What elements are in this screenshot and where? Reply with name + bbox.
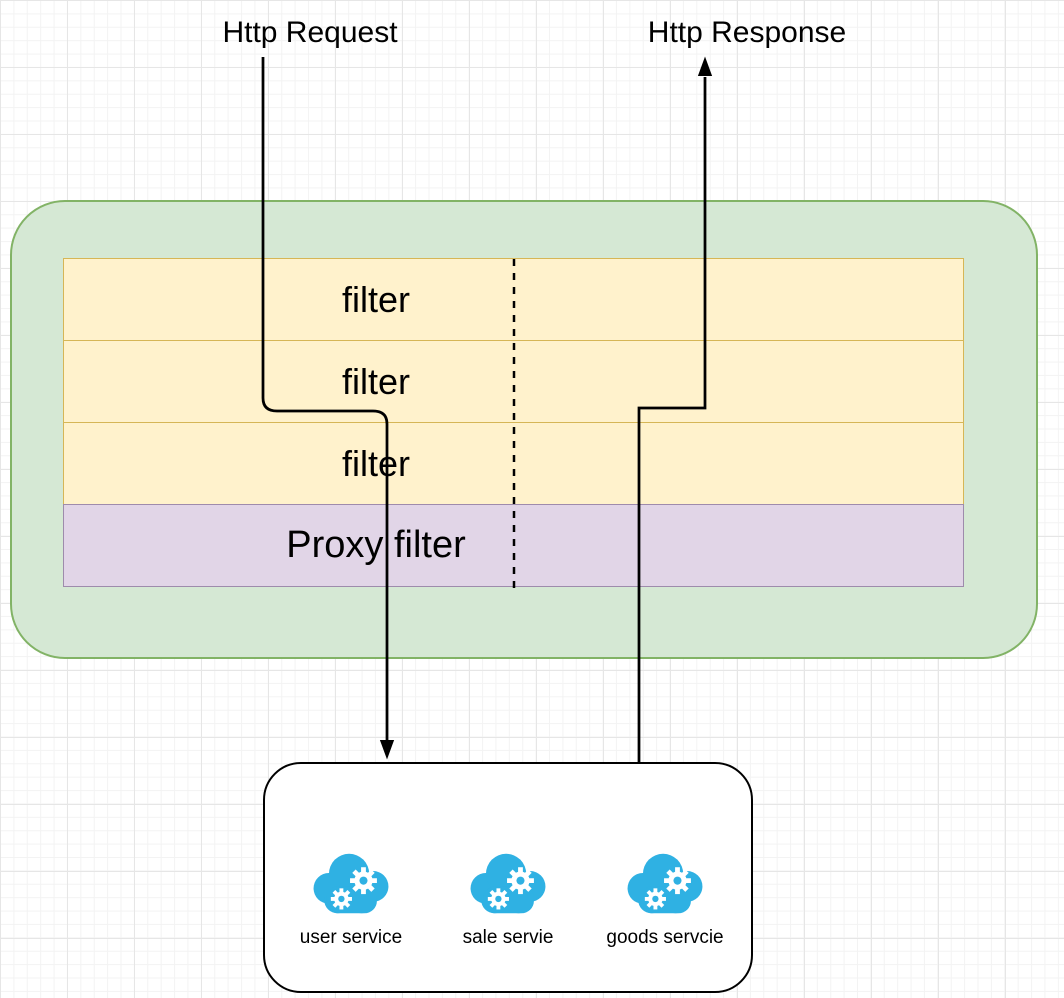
cloud-gears-icon	[303, 846, 399, 923]
services-box: user service sale servie goods servcie	[263, 762, 753, 993]
proxy-filter-row-label: Proxy filter	[286, 524, 466, 566]
http-request-label: Http Request	[222, 16, 398, 49]
cloud-gears-icon	[460, 846, 556, 923]
filter-row-2: filter	[63, 340, 964, 423]
service-user-label: user service	[299, 927, 403, 948]
filter-row-1-label: filter	[341, 278, 410, 320]
http-request-arrowhead	[379, 740, 395, 760]
service-sale: sale servie	[449, 846, 567, 949]
filter-row-2-label: filter	[341, 360, 410, 402]
cloud-gears-icon	[617, 846, 713, 923]
filter-row-1: filter	[63, 258, 964, 341]
proxy-filter-row: Proxy filter	[63, 504, 964, 587]
service-user: user service	[292, 846, 410, 949]
http-response-label: Http Response	[647, 16, 847, 49]
http-response-arrowhead	[697, 56, 713, 76]
filter-row-3: filter	[63, 422, 964, 505]
service-goods: goods servcie	[606, 846, 724, 949]
filter-stack: filter filter filter Proxy filter	[63, 258, 964, 587]
service-goods-label: goods servcie	[606, 927, 724, 948]
filter-row-3-label: filter	[341, 442, 410, 484]
service-sale-label: sale servie	[462, 927, 554, 948]
